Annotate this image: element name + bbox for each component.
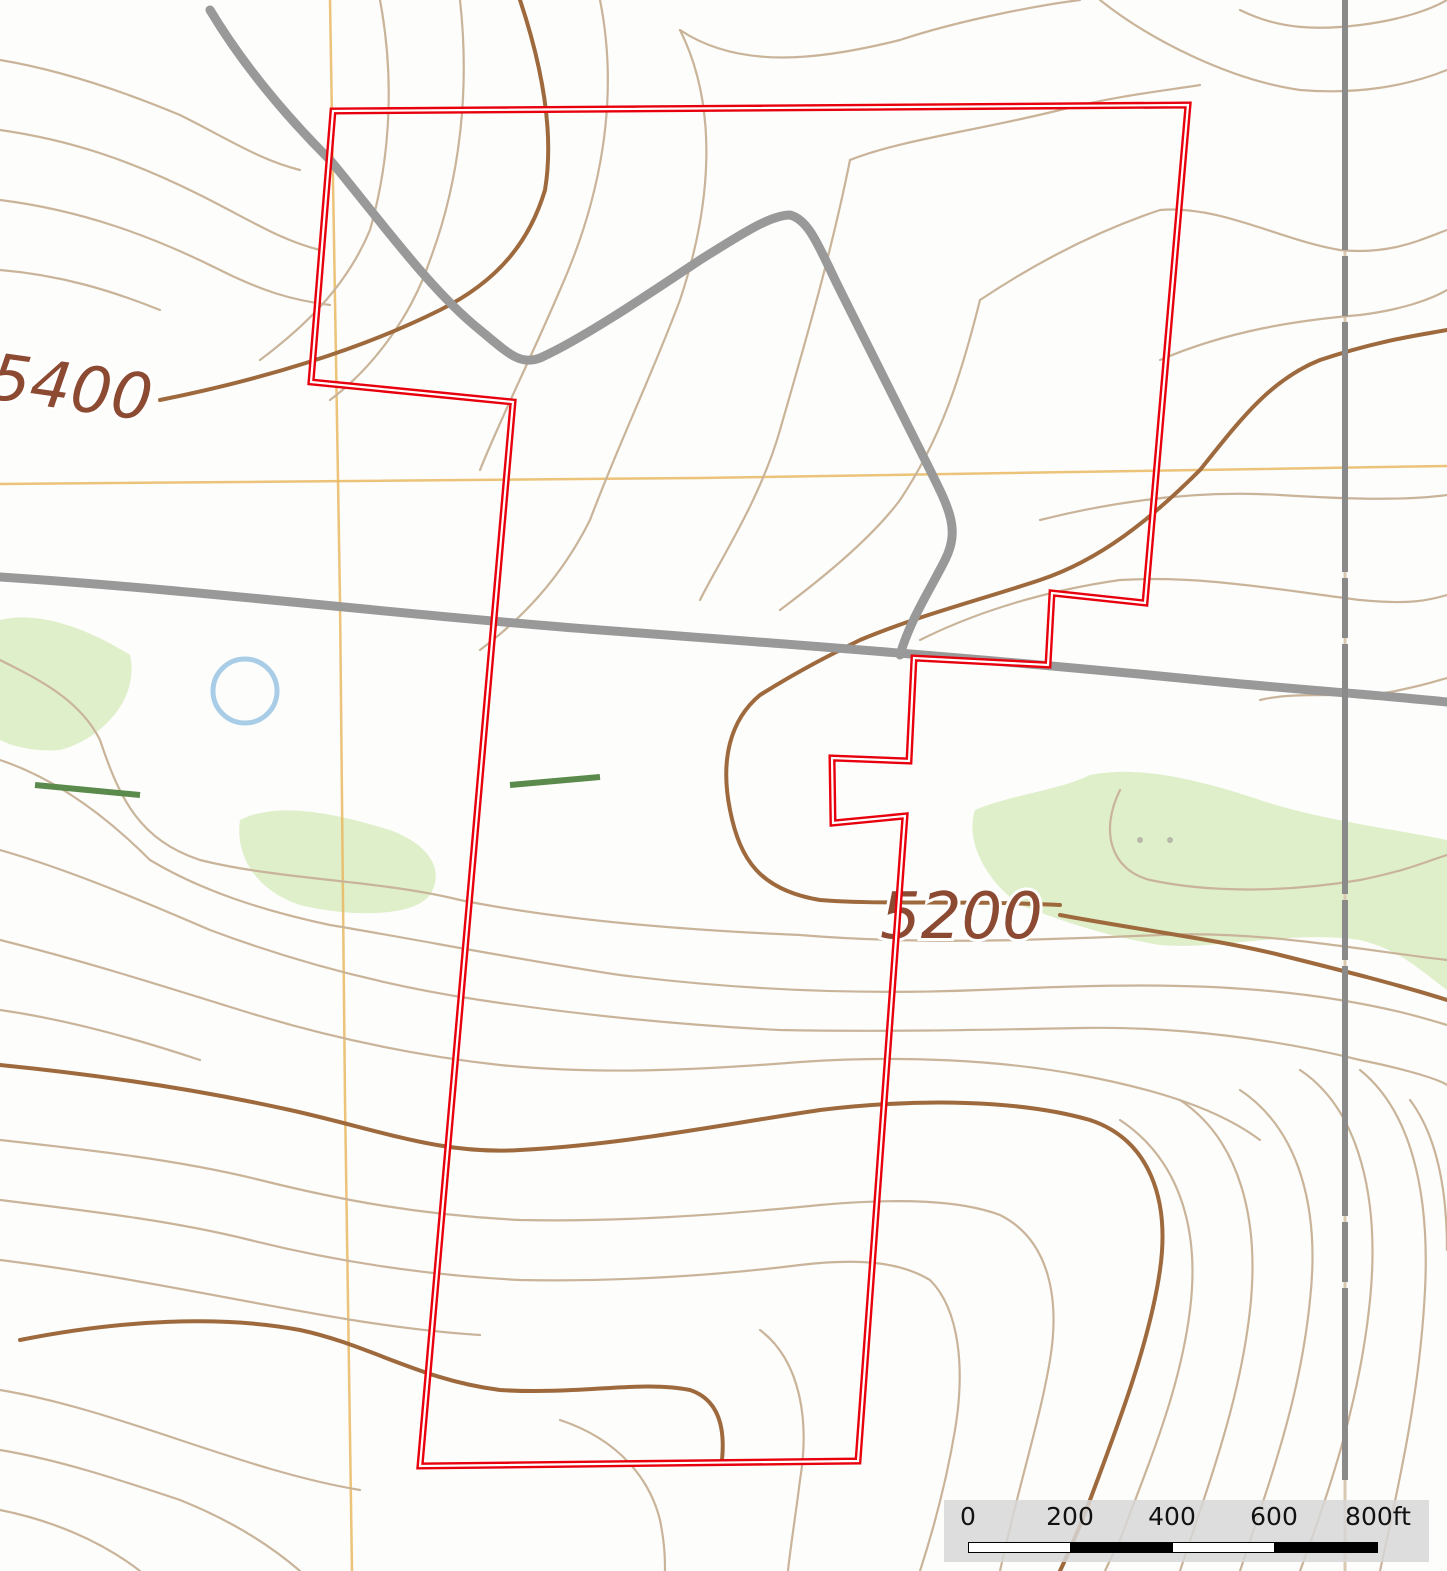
contour-line	[0, 58, 302, 172]
contour-line	[0, 198, 332, 307]
index-contour-5200	[724, 328, 1447, 907]
property-boundary[interactable]	[307, 101, 1192, 1470]
contour-line	[478, 28, 708, 652]
contour-line	[1298, 1068, 1374, 1571]
contour-line	[978, 208, 1447, 302]
wetland-mark	[34, 782, 141, 798]
vegetation-patch	[0, 617, 132, 751]
scale-label-400: 400	[1148, 1502, 1196, 1531]
index-contour-5200-east	[1058, 913, 1447, 1002]
contour-line	[1178, 1098, 1254, 1571]
contour-line	[1408, 1098, 1447, 1252]
contour-line	[1358, 1068, 1427, 1571]
grid-line-horizontal	[0, 464, 1447, 486]
scale-label-800ft: 800ft	[1345, 1502, 1411, 1531]
contour-line	[778, 298, 982, 612]
scale-bar: 0 200 400 600 800ft	[944, 1500, 1429, 1562]
grid-line-vertical	[328, 0, 354, 1571]
contour-line	[1238, 0, 1447, 29]
contour-line	[328, 0, 465, 402]
vegetation-patch	[972, 771, 1447, 990]
contour-line	[558, 1418, 667, 1571]
pond-icon	[210, 656, 280, 726]
contour-line	[0, 1258, 482, 1337]
road-east-west	[0, 572, 1447, 707]
wetland-mark	[509, 774, 601, 788]
road-northwest	[205, 5, 957, 660]
contour-line	[0, 1508, 142, 1571]
vegetation-patch	[239, 810, 436, 914]
contour-label-5200: 5200	[880, 880, 1043, 954]
road-layer	[0, 0, 1447, 1480]
contour-line	[1108, 788, 1447, 891]
contour-line	[0, 758, 1447, 1027]
scale-label-600: 600	[1250, 1502, 1298, 1531]
contour-line	[0, 848, 1447, 1087]
contour-line	[0, 1388, 362, 1492]
contour-line	[0, 1138, 1055, 1571]
contour-line	[1238, 1088, 1314, 1571]
scale-segment-black	[1070, 1542, 1173, 1553]
contour-label-5400: 5400	[0, 341, 157, 437]
contour-line	[698, 158, 852, 602]
scale-label-200: 200	[1046, 1502, 1094, 1531]
index-contour-south	[0, 1063, 1165, 1571]
contour-line	[0, 128, 322, 252]
contour-line	[678, 0, 1082, 59]
contour-line	[1258, 676, 1447, 702]
contour-line	[258, 0, 390, 362]
contour-line	[848, 83, 1202, 162]
contour-line	[0, 1008, 202, 1062]
contour-line	[918, 577, 1447, 642]
scale-segment-white	[1172, 1542, 1275, 1553]
property-boundary-inner-line	[309, 103, 1190, 1468]
scale-segment-white	[968, 1542, 1071, 1553]
spot-mark	[1167, 837, 1173, 843]
contour-line	[758, 1328, 805, 1571]
index-contour-5400	[158, 0, 551, 402]
contour-line	[478, 0, 609, 472]
scale-segment-black	[1274, 1542, 1378, 1553]
contour-line	[1098, 0, 1447, 93]
contour-line	[0, 268, 162, 312]
contour-line	[1158, 288, 1447, 362]
index-contour-southwest	[18, 1319, 725, 1462]
spot-mark	[1137, 837, 1143, 843]
contour-line	[1038, 492, 1447, 522]
scale-label-0: 0	[960, 1502, 976, 1531]
contour-line	[0, 938, 1262, 1142]
contour-line	[0, 1198, 961, 1571]
contour-line	[0, 1448, 302, 1571]
